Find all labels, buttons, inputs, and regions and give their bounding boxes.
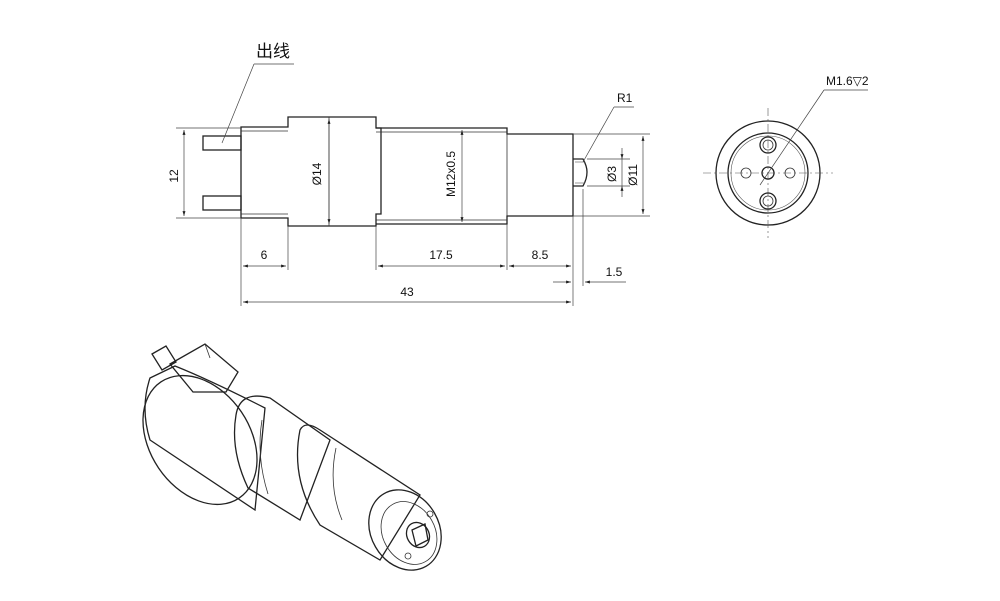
dimension-12: 12 (167, 127, 241, 219)
outlet-label: 出线 (256, 42, 290, 62)
dimension-8-5: 8.5 (509, 248, 571, 268)
dimension-8-5-label: 8.5 (532, 248, 549, 262)
dimension-dia14: Ø14 (310, 119, 331, 224)
screw-holes (740, 136, 796, 210)
dimension-1-5: 1.5 (553, 265, 626, 284)
extension-lines (240, 189, 584, 306)
dimension-43: 43 (243, 285, 571, 304)
dimension-17-5: 17.5 (378, 248, 505, 268)
gearbox-thread (376, 127, 574, 225)
dimension-17-5-label: 17.5 (429, 248, 453, 262)
dimension-dia11-label: Ø11 (626, 164, 640, 186)
outlet-callout: 出线 (221, 42, 294, 144)
dimension-dia3-label: Ø3 (605, 166, 619, 182)
radius-r1: R1 (582, 91, 634, 163)
screw-thread-label: M1.6▽2 (826, 74, 869, 88)
terminal-tabs (202, 135, 242, 211)
dimension-thread: M12x0.5 (444, 130, 464, 222)
dimension-thread-label: M12x0.5 (444, 151, 458, 197)
dimension-dia14-label: Ø14 (310, 162, 324, 185)
isometric-view (142, 343, 442, 571)
dimension-dia3: Ø3 (587, 148, 630, 197)
output-shaft (573, 158, 588, 187)
dimension-dia11: Ø11 (573, 133, 650, 217)
dimension-6-label: 6 (261, 248, 268, 262)
dimension-1-5-label: 1.5 (606, 265, 623, 279)
radius-r1-label: R1 (617, 91, 633, 105)
dimension-12-label: 12 (167, 169, 181, 183)
end-view: M1.6▽2 (703, 74, 869, 238)
dimension-6: 6 (243, 248, 286, 268)
side-view: 12 Ø14 M12x0.5 Ø3 Ø11 (167, 42, 650, 306)
dimension-43-label: 43 (400, 285, 414, 299)
